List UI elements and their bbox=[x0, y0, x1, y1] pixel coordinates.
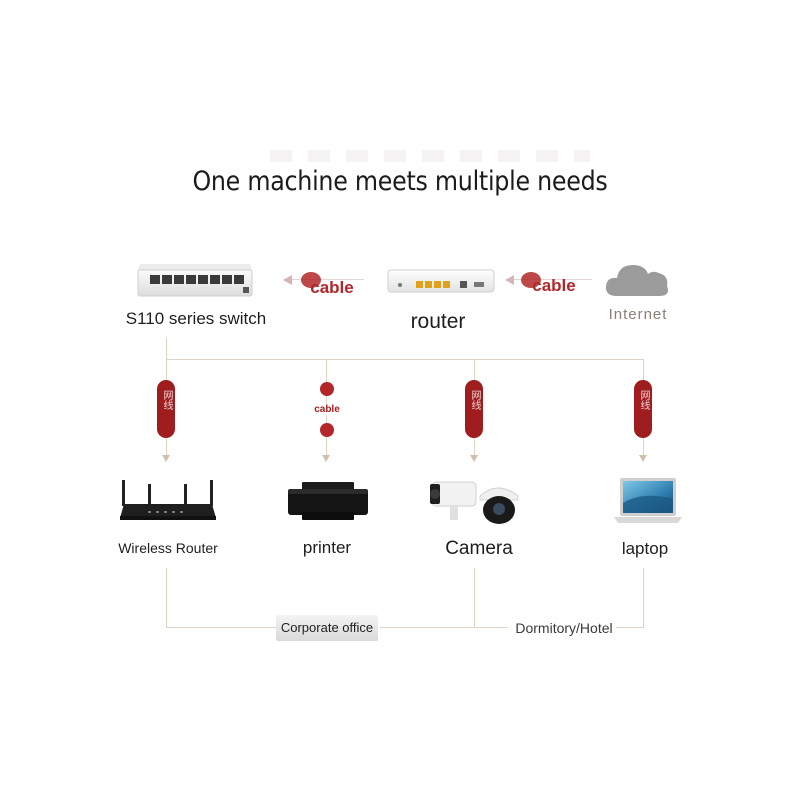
arrow-down-icon bbox=[322, 455, 330, 462]
router-image bbox=[387, 269, 495, 293]
wireless-router-image bbox=[120, 480, 216, 520]
faded-background-text bbox=[270, 150, 590, 162]
cloud-icon bbox=[605, 265, 668, 296]
cable-link-right bbox=[506, 279, 592, 280]
office-bracket-bottom bbox=[380, 627, 508, 628]
distribution-bus bbox=[166, 359, 644, 360]
cable-pill-text: 网线 bbox=[638, 390, 649, 410]
cable-connector-icon bbox=[521, 272, 541, 288]
page-title: One machine meets multiple needs bbox=[192, 166, 608, 197]
scenario-office-tag: Corporate office bbox=[276, 615, 378, 641]
dorm-bracket-right bbox=[643, 568, 644, 628]
cable-label-left: cable bbox=[310, 278, 354, 297]
cable-pill-text: 网线 bbox=[469, 390, 480, 410]
router-label: router bbox=[410, 310, 466, 333]
dorm-bracket-bottom bbox=[616, 627, 644, 628]
laptop-label: laptop bbox=[621, 539, 669, 558]
cable-pill bbox=[634, 380, 652, 438]
switch-image bbox=[137, 264, 253, 297]
printer-label: printer bbox=[302, 538, 352, 557]
arrow-down-icon bbox=[639, 455, 647, 462]
cable-connector-icon bbox=[320, 382, 334, 437]
cable-pill bbox=[465, 380, 483, 438]
internet-label: Internet bbox=[608, 306, 668, 323]
camera-label: Camera bbox=[445, 538, 513, 559]
laptop-image bbox=[614, 478, 682, 523]
arrow-down-icon bbox=[162, 455, 170, 462]
cable-label-right: cable bbox=[532, 276, 576, 295]
camera-image bbox=[430, 481, 519, 524]
arrow-left-icon bbox=[283, 275, 292, 285]
cable-connector-icon bbox=[301, 272, 321, 288]
cable-pill bbox=[157, 380, 175, 438]
office-bracket-left bbox=[166, 568, 167, 628]
printer-image bbox=[288, 482, 368, 520]
cable-pill-text: 网线 bbox=[161, 390, 172, 410]
arrow-down-icon bbox=[470, 455, 478, 462]
cable-link-left bbox=[284, 279, 364, 280]
switch-label: S110 series switch bbox=[125, 309, 267, 328]
scenario-dorm-label: Dormitory/Hotel bbox=[515, 620, 613, 636]
wireless-router-label: Wireless Router bbox=[118, 540, 218, 556]
office-bracket-bottom bbox=[166, 627, 276, 628]
arrow-left-icon bbox=[505, 275, 514, 285]
switch-drop-wire bbox=[166, 338, 167, 360]
printer-cable-label: cable bbox=[306, 404, 348, 415]
bracket-shared bbox=[474, 568, 475, 628]
